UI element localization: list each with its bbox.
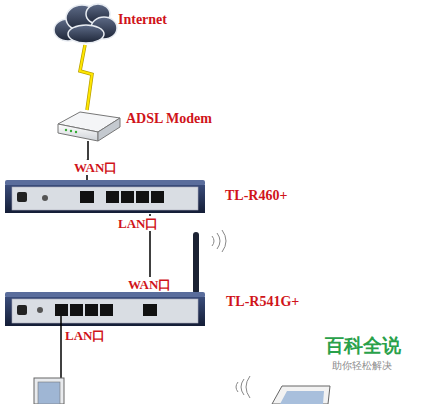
lightning-link: [80, 45, 92, 110]
pc-cable: [60, 316, 62, 382]
port-label: LAN口: [117, 216, 159, 231]
device-label: TL-R460+: [225, 188, 287, 204]
watermark: 助你轻松解决: [331, 358, 393, 373]
cloud-node: Internet: [56, 3, 116, 45]
desktop-pc: [34, 378, 64, 404]
router-r460: [5, 180, 205, 213]
device-label: TL-R541G+: [226, 294, 299, 310]
internet-cloud: [54, 4, 117, 43]
router-node: TL-R460+: [5, 180, 205, 214]
laptop: [272, 386, 330, 404]
router-r541g: [5, 232, 205, 326]
router-node: TL-R541G+: [5, 292, 205, 326]
port-label: WAN口: [127, 277, 172, 292]
wifi-waves: [212, 230, 250, 398]
device-label: ADSL Modem: [126, 111, 212, 127]
adsl-modem: [58, 112, 120, 141]
modem-node: ADSL Modem: [58, 110, 120, 141]
port-label: WAN口: [73, 160, 118, 175]
watermark: 百科全说: [324, 334, 402, 356]
device-label: Internet: [118, 12, 167, 28]
port-label: LAN口: [64, 328, 106, 343]
